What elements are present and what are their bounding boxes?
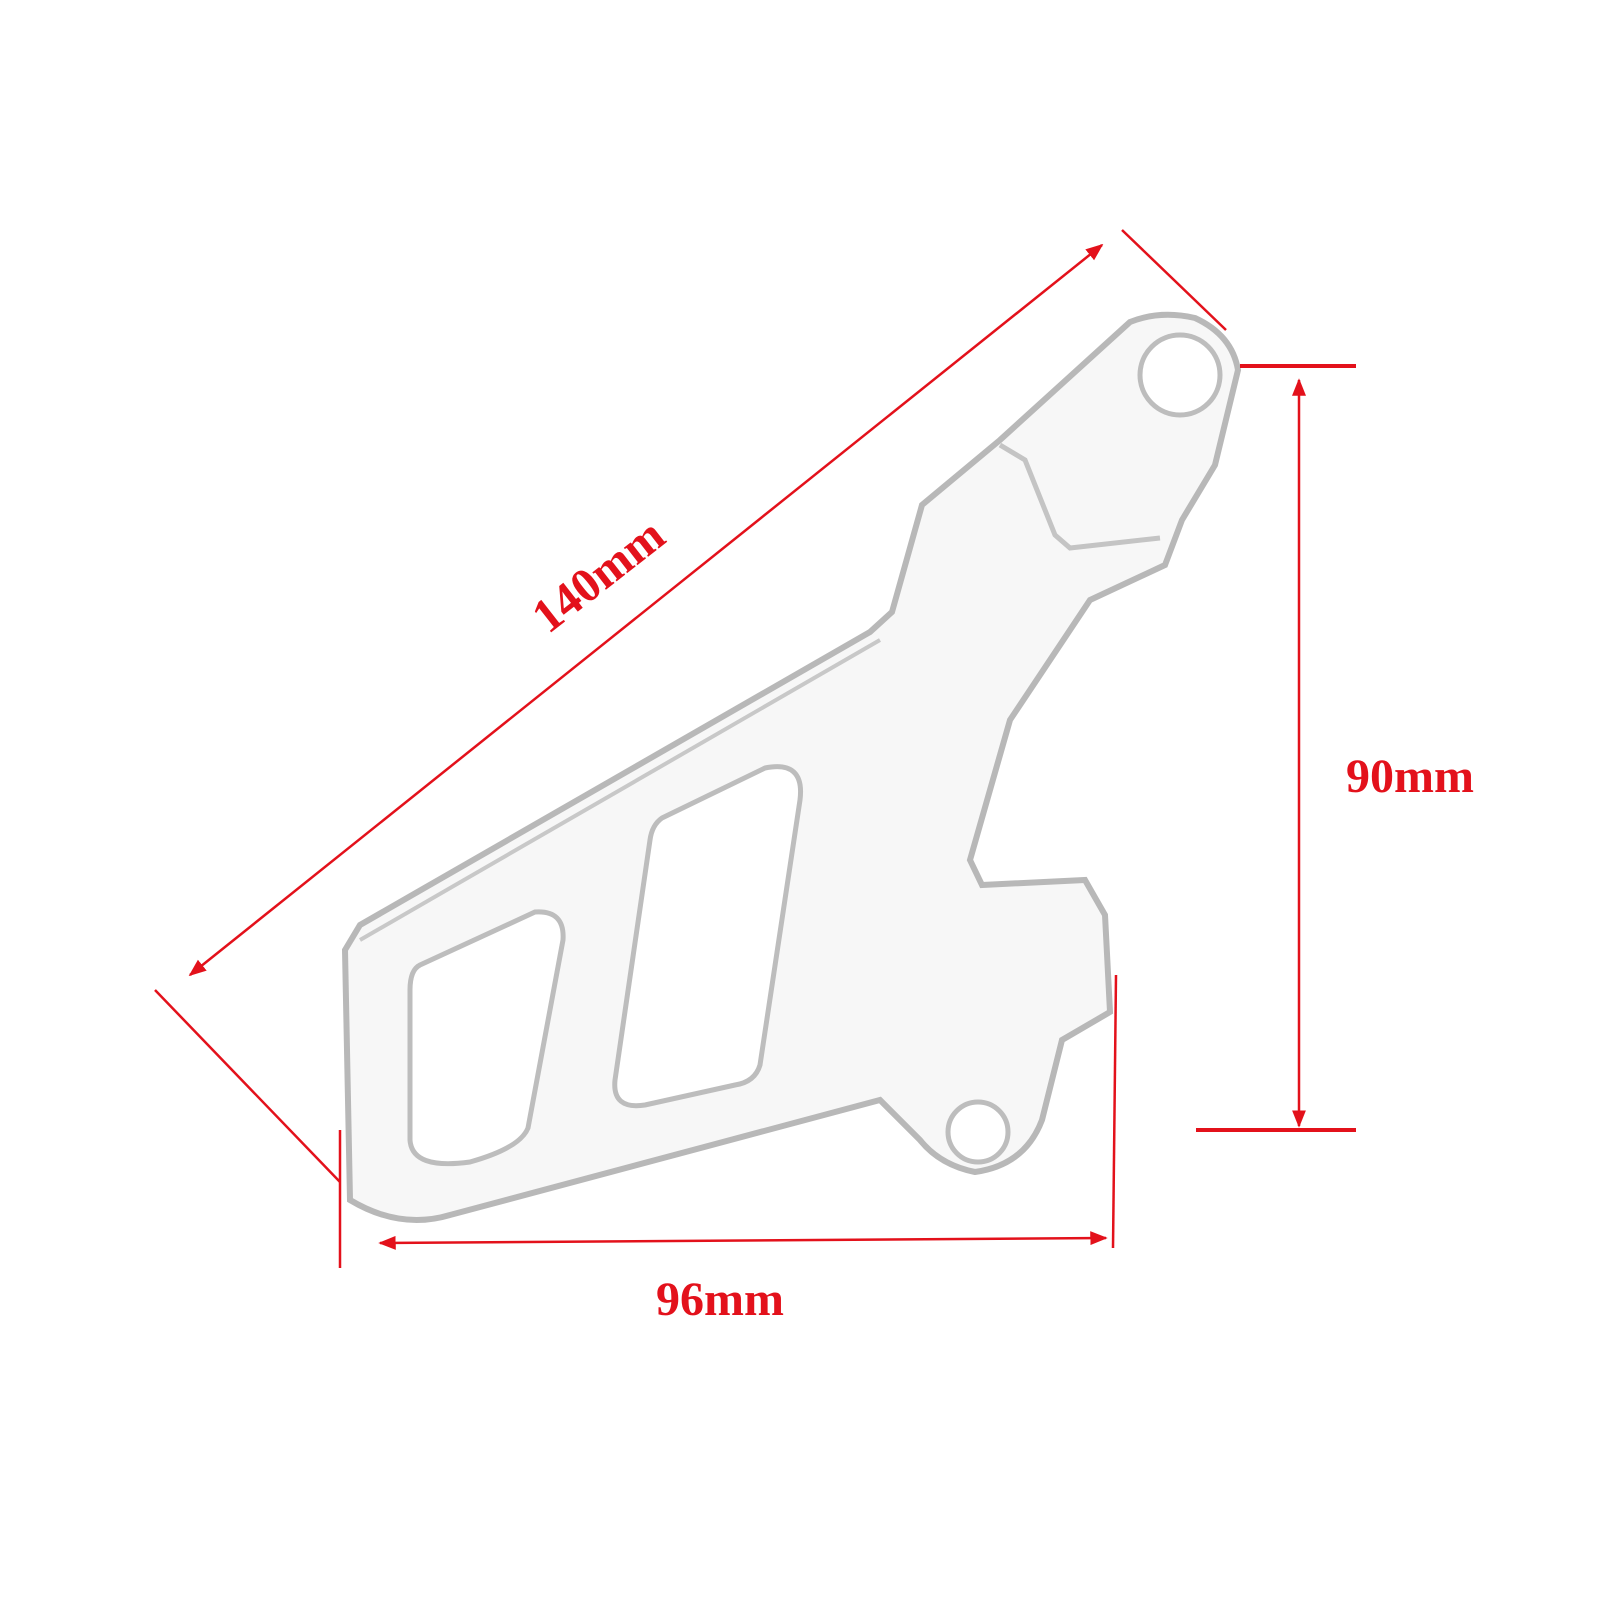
width-dimension-label: 96mm: [656, 1273, 784, 1326]
width-dimension: [338, 974, 1118, 1268]
diagonal-dimension: [154, 229, 1227, 1183]
width-extension-right: [1111, 974, 1118, 1249]
diagonal-dimension-label: 140mm: [522, 508, 674, 643]
top-mount-hole: [1137, 332, 1223, 418]
height-dimension-label: 90mm: [1346, 750, 1474, 803]
height-dimension: [1196, 364, 1356, 1132]
bottom-mount-hole: [945, 1099, 1011, 1165]
width-arrow: [378, 1231, 1108, 1250]
sprocket-cover-part: [341, 311, 1242, 1223]
diagonal-extension-top: [1121, 229, 1227, 331]
diagonal-extension-bottom: [154, 989, 341, 1183]
diagonal-arrow: [188, 243, 1104, 977]
